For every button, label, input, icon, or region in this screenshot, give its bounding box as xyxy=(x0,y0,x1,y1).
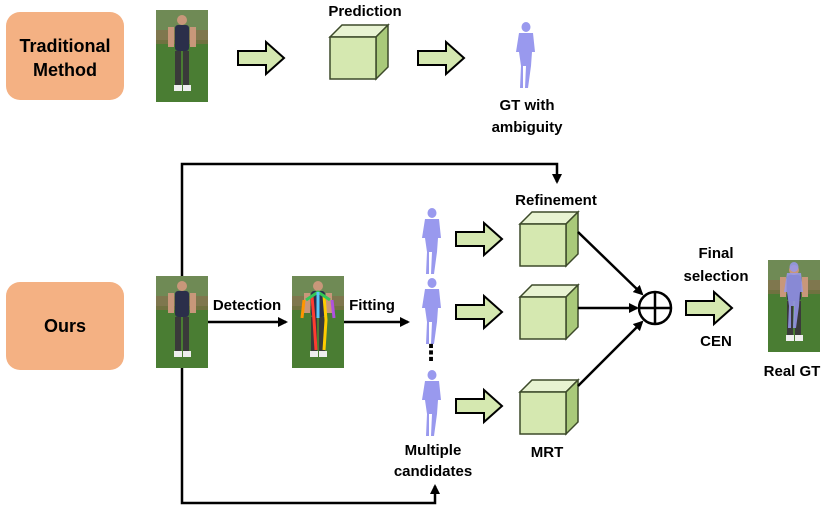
prediction-cube-icon xyxy=(329,24,389,80)
keypoint-photo xyxy=(292,276,344,368)
input-photo-ours xyxy=(156,276,208,368)
block-arrow-icon xyxy=(237,41,285,75)
ours-method-box xyxy=(6,282,124,370)
candidates-ellipsis: ⋮ xyxy=(420,340,442,365)
traditional-method-box xyxy=(6,12,124,100)
refinement-label: Refinement xyxy=(515,192,597,209)
real-gt-label: Real GT xyxy=(764,363,821,380)
candidate-mesh-2 xyxy=(422,278,441,344)
final-selection-line2: selection xyxy=(683,268,748,285)
skip-connection-bottom xyxy=(180,368,440,505)
traditional-label-line2: Method xyxy=(33,60,97,80)
oplus-combine-icon xyxy=(637,290,673,326)
skip-connection-top xyxy=(180,162,562,276)
cube-to-combine-1 xyxy=(577,231,644,296)
refinement-cube-icon xyxy=(519,211,579,267)
block-arrow-icon xyxy=(455,389,503,423)
cube-to-combine-3 xyxy=(577,320,644,387)
cen-label: CEN xyxy=(700,333,732,350)
final-selection-line1: Final xyxy=(698,245,733,262)
input-photo-traditional xyxy=(156,10,208,102)
multiple-candidates-line2: candidates xyxy=(394,463,472,480)
real-gt-photo xyxy=(768,260,820,352)
block-arrow-icon xyxy=(685,291,733,325)
block-arrow-icon xyxy=(417,41,465,75)
block-arrow-icon xyxy=(455,222,503,256)
traditional-label-line1: Traditional xyxy=(19,36,110,56)
block-arrow-icon xyxy=(455,295,503,329)
gt-ambiguity-line1: GT with xyxy=(500,97,555,114)
multiple-candidates-line1: Multiple xyxy=(405,442,462,459)
mrt-label: MRT xyxy=(531,444,564,461)
gt-ambiguity-line2: ambiguity xyxy=(492,119,563,136)
detection-label: Detection xyxy=(213,297,281,314)
refinement-cube-icon xyxy=(519,379,579,435)
prediction-label: Prediction xyxy=(328,3,401,20)
ours-label: Ours xyxy=(44,316,86,336)
fitting-label: Fitting xyxy=(349,297,395,314)
refinement-cube-icon xyxy=(519,284,579,340)
gt-mesh-figure xyxy=(516,22,535,88)
candidate-mesh-1 xyxy=(422,208,441,274)
candidate-mesh-3 xyxy=(422,370,441,436)
